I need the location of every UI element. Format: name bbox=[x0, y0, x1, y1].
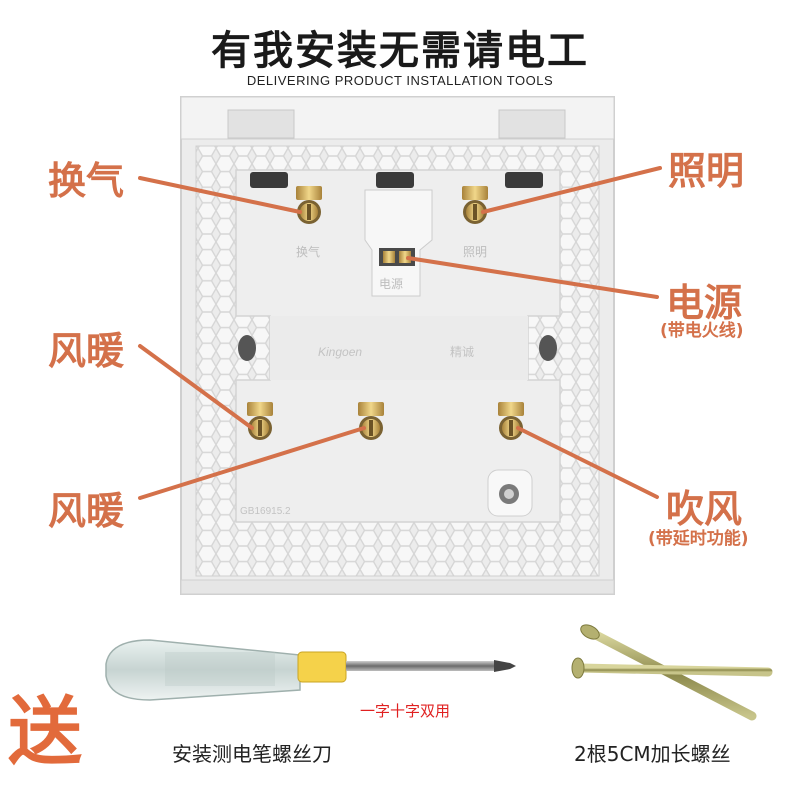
label-lighting: 照明 bbox=[668, 149, 745, 193]
label-power-note: (带电火线) bbox=[660, 321, 744, 341]
label-power: 电源 bbox=[666, 281, 743, 325]
emboss-t1: 换气 bbox=[296, 244, 320, 259]
page-subtitle: DELIVERING PRODUCT INSTALLATION TOOLS bbox=[246, 73, 554, 88]
emboss-t3: 电源 bbox=[379, 277, 403, 291]
gift-label: 送 bbox=[8, 689, 82, 775]
screws-caption: 2根5CM加长螺丝 bbox=[574, 742, 731, 766]
screwdriver-note: 一字十字双用 bbox=[360, 702, 451, 720]
label-heater-1: 风暖 bbox=[48, 329, 125, 373]
screws-illustration bbox=[571, 624, 773, 721]
page-title: 有我安装无需请电工 bbox=[211, 28, 589, 74]
emboss-t2: 照明 bbox=[463, 245, 487, 259]
emboss-brand: Kingoen bbox=[318, 345, 362, 359]
callout-lines bbox=[138, 166, 662, 500]
terminal-screws bbox=[247, 186, 524, 440]
screwdriver-illustration bbox=[105, 639, 516, 701]
label-blow-note: (带延时功能) bbox=[648, 529, 749, 549]
label-heater-2: 风暖 bbox=[48, 489, 125, 533]
label-ventilation: 换气 bbox=[48, 159, 125, 203]
emboss-brand-cn: 精诚 bbox=[450, 345, 474, 359]
screwdriver-caption: 安装测电笔螺丝刀 bbox=[172, 742, 332, 766]
emboss-std: GB16915.2 bbox=[240, 506, 291, 517]
label-blow: 吹风 bbox=[666, 487, 743, 531]
